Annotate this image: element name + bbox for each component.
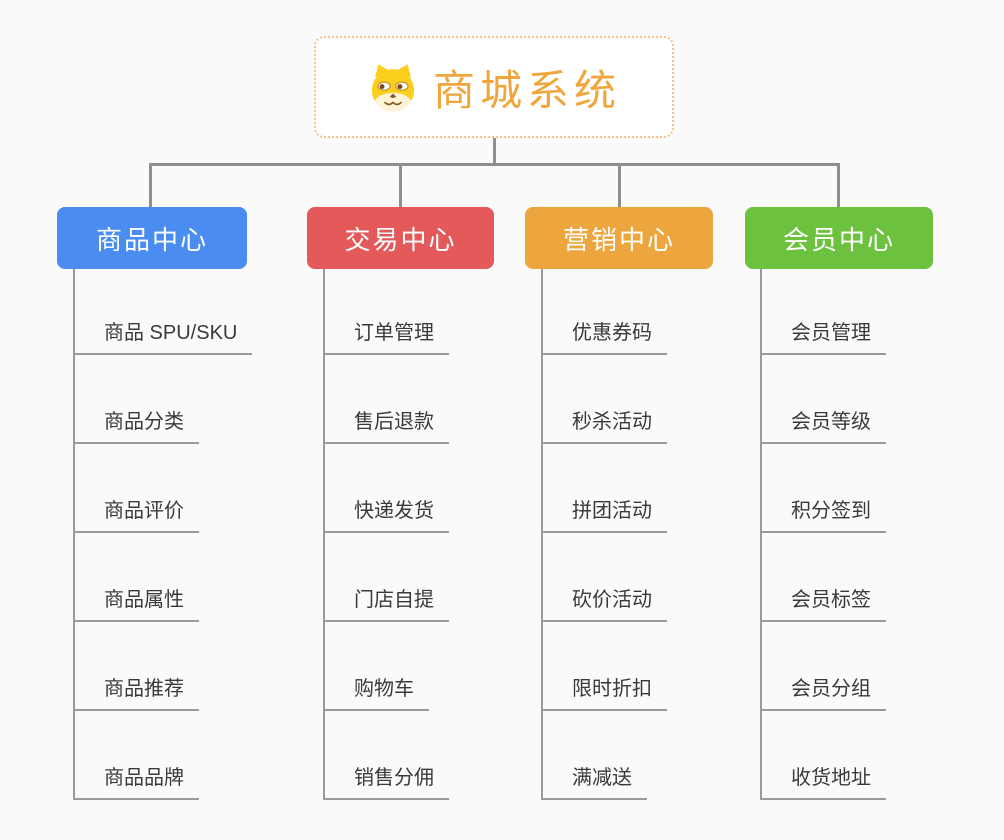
leaf-topic[interactable]: 商品 SPU/SKU bbox=[73, 320, 253, 355]
leaf-topic[interactable]: 售后退款 bbox=[323, 409, 449, 444]
leaf-topic[interactable]: 收货地址 bbox=[760, 765, 886, 800]
leaf-topic[interactable]: 会员等级 bbox=[760, 409, 886, 444]
branch-children-product: 商品 SPU/SKU 商品分类 商品评价 商品属性 商品推荐 商品品牌 bbox=[73, 269, 253, 800]
branch-children-trade: 订单管理 售后退款 快递发货 门店自提 购物车 销售分佣 bbox=[323, 269, 449, 800]
leaf-topic[interactable]: 积分签到 bbox=[760, 498, 886, 533]
leaf-topic[interactable]: 订单管理 bbox=[323, 320, 449, 355]
root-title: 商城系统 bbox=[432, 66, 621, 114]
branch-member-center[interactable]: 会员中心 bbox=[745, 207, 933, 269]
branch-children-marketing: 优惠券码 秒杀活动 拼团活动 砍价活动 限时折扣 满减送 bbox=[541, 269, 667, 800]
dog-face-icon bbox=[371, 64, 415, 112]
branch-children-member: 会员管理 会员等级 积分签到 会员标签 会员分组 收货地址 bbox=[760, 269, 886, 800]
branch-spine-line bbox=[323, 269, 325, 800]
leaf-topic[interactable]: 销售分佣 bbox=[323, 765, 449, 800]
branch-spine-line bbox=[760, 269, 762, 800]
leaf-topic[interactable]: 限时折扣 bbox=[541, 676, 667, 711]
branch-trade-center[interactable]: 交易中心 bbox=[307, 207, 494, 269]
leaf-topic[interactable]: 快递发货 bbox=[323, 498, 449, 533]
leaf-topic[interactable]: 商品品牌 bbox=[73, 765, 199, 800]
leaf-topic[interactable]: 满减送 bbox=[541, 765, 647, 800]
leaf-topic[interactable]: 商品分类 bbox=[73, 409, 199, 444]
root-node[interactable]: 商城系统 bbox=[314, 36, 674, 138]
branch-product-center[interactable]: 商品中心 bbox=[57, 207, 247, 269]
leaf-topic[interactable]: 优惠券码 bbox=[541, 320, 667, 355]
leaf-topic[interactable]: 商品属性 bbox=[73, 587, 199, 622]
leaf-topic[interactable]: 拼团活动 bbox=[541, 498, 667, 533]
leaf-topic[interactable]: 商品评价 bbox=[73, 498, 199, 533]
leaf-topic[interactable]: 砍价活动 bbox=[541, 587, 667, 622]
leaf-topic[interactable]: 门店自提 bbox=[323, 587, 449, 622]
leaf-topic[interactable]: 会员分组 bbox=[760, 676, 886, 711]
leaf-topic[interactable]: 秒杀活动 bbox=[541, 409, 667, 444]
branch-spine-line bbox=[73, 269, 75, 800]
branch-spine-line bbox=[541, 269, 543, 800]
leaf-topic[interactable]: 购物车 bbox=[323, 676, 429, 711]
leaf-topic[interactable]: 会员管理 bbox=[760, 320, 886, 355]
leaf-topic[interactable]: 商品推荐 bbox=[73, 676, 199, 711]
leaf-topic[interactable]: 会员标签 bbox=[760, 587, 886, 622]
branch-marketing-center[interactable]: 营销中心 bbox=[525, 207, 713, 269]
